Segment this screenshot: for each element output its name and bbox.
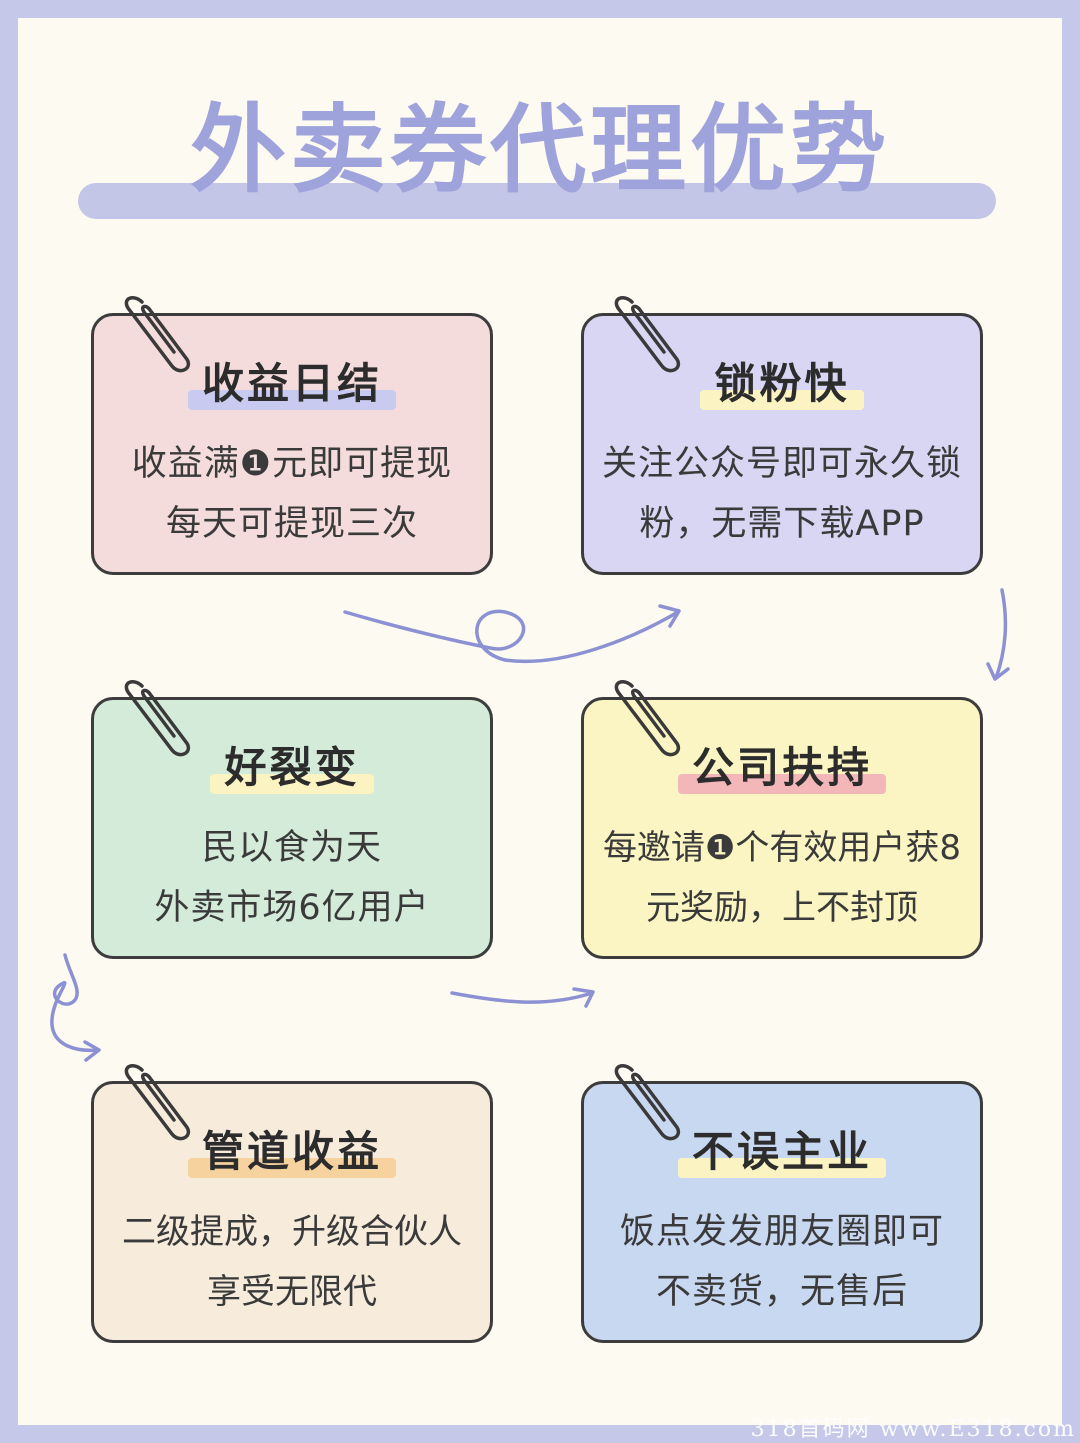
paperclip-icon bbox=[124, 680, 191, 757]
card-viral-growth: 好裂变 民以食为天 外卖市场6亿用户 bbox=[91, 697, 493, 959]
card-body: 饭点发发朋友圈即可 不卖货，无售后 bbox=[584, 1202, 980, 1322]
card-body: 民以食为天 外卖市场6亿用户 bbox=[94, 818, 490, 938]
card-body: 收益满❶元即可提现 每天可提现三次 bbox=[94, 434, 490, 554]
card-no-conflict: 不误主业 饭点发发朋友圈即可 不卖货，无售后 bbox=[581, 1081, 983, 1343]
title-highlight bbox=[210, 774, 374, 794]
card-body: 关注公众号即可永久锁 粉，无需下载APP bbox=[584, 434, 980, 554]
card-line: 每天可提现三次 bbox=[165, 504, 418, 544]
card-line: 二级提成，升级合伙人 bbox=[122, 1212, 462, 1252]
card-line: 收益满❶元即可提现 bbox=[131, 444, 453, 484]
card-title: 好裂变 bbox=[210, 740, 374, 796]
curved-arrow-icon bbox=[994, 588, 1008, 680]
paperclip-icon bbox=[124, 1064, 191, 1141]
card-line: 不卖货，无售后 bbox=[655, 1272, 908, 1312]
arrowhead-icon bbox=[572, 987, 595, 1008]
title-underline-bar bbox=[78, 183, 996, 219]
arrowhead-icon bbox=[986, 662, 1010, 681]
card-title: 公司扶持 bbox=[677, 740, 886, 796]
curved-arrow-icon bbox=[450, 991, 594, 1004]
card-line: 饭点发发朋友圈即可 bbox=[619, 1212, 944, 1252]
card-line: 元奖励，上不封顶 bbox=[646, 888, 918, 928]
arrowhead-icon bbox=[83, 1040, 101, 1062]
card-pipeline-income: 管道收益 二级提成，升级合伙人 享受无限代 bbox=[91, 1081, 493, 1343]
card-body: 二级提成，升级合伙人 享受无限代 bbox=[94, 1202, 490, 1322]
curved-arrow-icon bbox=[343, 609, 680, 664]
watermark: 318首码网 www.E318.com bbox=[750, 1417, 1076, 1442]
title-highlight bbox=[677, 1158, 886, 1178]
card-daily-income: 收益日结 收益满❶元即可提现 每天可提现三次 bbox=[91, 313, 493, 575]
paperclip-icon bbox=[614, 296, 681, 373]
card-line: 每邀请❶个有效用户获8 bbox=[602, 828, 962, 868]
card-title: 锁粉快 bbox=[700, 356, 864, 412]
card-line: 民以食为天 bbox=[201, 828, 382, 868]
card-title: 收益日结 bbox=[187, 356, 396, 412]
arrowhead-icon bbox=[658, 604, 681, 628]
title-highlight bbox=[187, 390, 396, 410]
card-title: 管道收益 bbox=[187, 1124, 396, 1180]
card-line: 粉，无需下载APP bbox=[639, 504, 925, 544]
card-body: 每邀请❶个有效用户获8 元奖励，上不封顶 bbox=[584, 818, 980, 938]
card-title: 不误主业 bbox=[677, 1124, 886, 1180]
card-line: 外卖市场6亿用户 bbox=[154, 888, 430, 928]
card-company-support: 公司扶持 每邀请❶个有效用户获8 元奖励，上不封顶 bbox=[581, 697, 983, 959]
card-line: 关注公众号即可永久锁 bbox=[601, 444, 962, 484]
card-line: 享受无限代 bbox=[207, 1272, 377, 1312]
page-title: 外卖券代理优势 bbox=[190, 94, 890, 206]
paperclip-icon bbox=[614, 1064, 681, 1141]
title-highlight bbox=[677, 774, 886, 794]
paperclip-icon bbox=[124, 296, 191, 373]
paperclip-icon bbox=[614, 680, 681, 757]
title-highlight bbox=[700, 390, 864, 410]
title-highlight bbox=[187, 1158, 396, 1178]
card-fast-fans: 锁粉快 关注公众号即可永久锁 粉，无需下载APP bbox=[581, 313, 983, 575]
curved-arrow-icon bbox=[50, 953, 100, 1053]
